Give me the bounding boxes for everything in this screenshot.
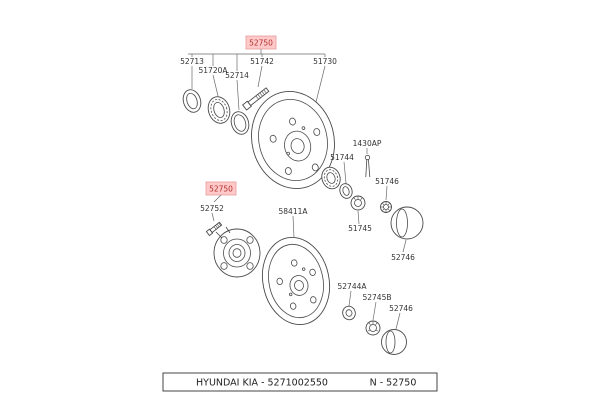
cotter-pin-part bbox=[364, 154, 371, 178]
brake-drum-part bbox=[251, 90, 335, 190]
footer-reference-number: N - 52750 bbox=[370, 378, 417, 389]
hub-bolt-part bbox=[242, 87, 270, 111]
label-inner-bearing: 51720A bbox=[199, 66, 229, 75]
label-grease-cap-lower: 52746 bbox=[389, 304, 413, 313]
thrust-washer-part bbox=[339, 183, 353, 199]
label-rear-drum: 58411A bbox=[279, 207, 309, 216]
castle-nut-lower-part bbox=[365, 320, 381, 336]
footer-box bbox=[162, 372, 438, 392]
castle-nut-part bbox=[350, 195, 366, 211]
wheel-stud-part bbox=[205, 221, 223, 237]
footer-part-number-bar: HYUNDAI KIA - 5271002550 N - 52750 bbox=[162, 372, 438, 392]
label-castle-nut: 51745 bbox=[348, 224, 372, 233]
label-cotter-pin: 1430AP bbox=[353, 139, 382, 148]
label-castle-nut-lower: 52745B bbox=[362, 293, 391, 302]
label-lock-washer: 51746 bbox=[375, 177, 399, 186]
label-outer-bearing-washer: 51744 bbox=[330, 153, 354, 162]
rear-drum-part bbox=[261, 236, 331, 326]
seal-part bbox=[182, 89, 202, 113]
hub-assembly-part bbox=[213, 226, 261, 278]
label-brake-drum: 51730 bbox=[313, 57, 337, 66]
grease-cap-part bbox=[390, 206, 424, 240]
label-seal: 52713 bbox=[180, 57, 204, 66]
group-number-top[interactable]: 52750 bbox=[249, 39, 273, 48]
label-grease-cap: 52746 bbox=[391, 253, 415, 262]
label-washer: 52714 bbox=[225, 71, 249, 80]
group-callout-bottom[interactable]: 52750 bbox=[205, 181, 237, 196]
footer-brand-partnumber: HYUNDAI KIA - 5271002550 bbox=[196, 378, 328, 389]
leader-lines-top bbox=[191, 65, 326, 111]
washer-part bbox=[230, 111, 250, 135]
outer-bearing-part bbox=[321, 166, 341, 190]
label-washer-lower: 52744A bbox=[338, 282, 368, 291]
inner-bearing-part bbox=[207, 96, 231, 124]
group-number-bottom[interactable]: 52750 bbox=[209, 185, 233, 194]
lock-washer-part bbox=[380, 201, 392, 213]
grease-cap-lower-part bbox=[381, 329, 407, 355]
label-wheel-stud: 52752 bbox=[200, 204, 224, 213]
label-hub-bolt: 51742 bbox=[250, 57, 274, 66]
bracket-lines-top bbox=[188, 49, 326, 71]
washer-lower-part bbox=[342, 305, 356, 321]
group-callout-top[interactable]: 52750 bbox=[245, 35, 277, 50]
